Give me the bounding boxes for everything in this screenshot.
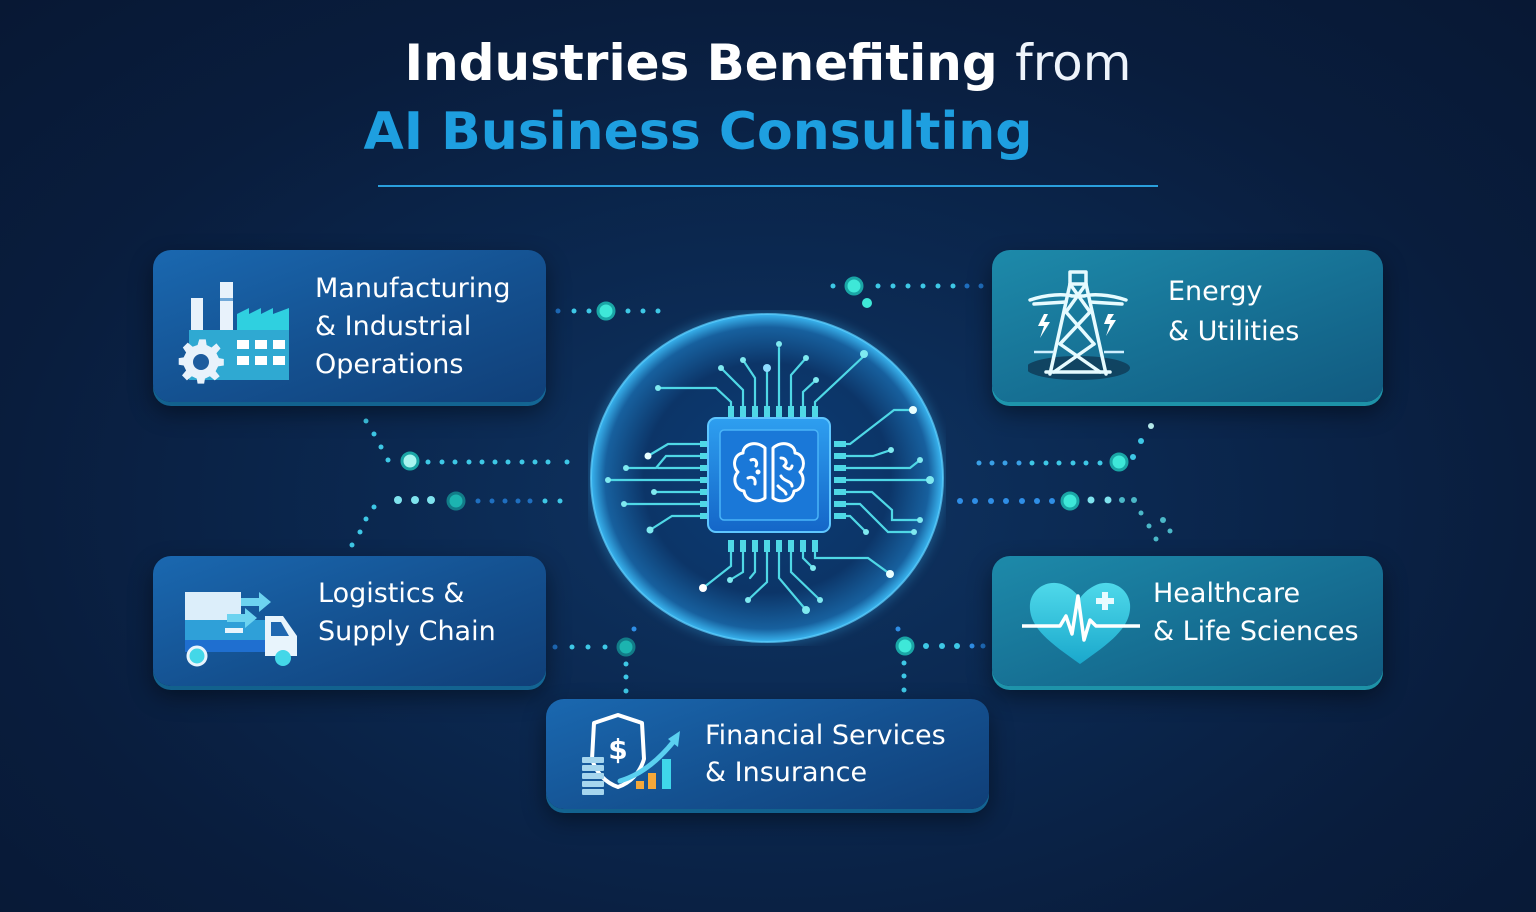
industry-card-healthcare[interactable]: Healthcare & Life Sciences (992, 556, 1383, 686)
industry-card-manufacturing[interactable]: Manufacturing & Industrial Operations (153, 250, 546, 402)
industry-label-logistics: Logistics & Supply Chain (318, 578, 496, 647)
industry-card-financial[interactable]: $ Financial Services & Insurance (546, 699, 989, 809)
delivery-truck-icon (185, 592, 297, 667)
title-bold: Industries Benefiting (404, 34, 998, 92)
page-subtitle: AI Business Consulting (363, 102, 1033, 162)
industry-label-healthcare: Healthcare & Life Sciences (1153, 578, 1359, 647)
industry-label-financial: Financial Services & Insurance (705, 720, 946, 788)
industry-label-energy: Energy & Utilities (1168, 276, 1300, 347)
title-light: from (1015, 34, 1132, 92)
svg-text:$: $ (608, 733, 627, 766)
industry-card-energy[interactable]: Energy & Utilities (992, 250, 1383, 402)
shield-dollar-growth-icon: $ (582, 713, 680, 795)
title-divider (378, 185, 1158, 187)
ai-chip-brain-icon (587, 310, 947, 646)
industry-card-logistics[interactable]: Logistics & Supply Chain (153, 556, 546, 686)
factory-gear-icon (178, 282, 289, 384)
heart-pulse-icon (1022, 582, 1140, 664)
ai-hub (587, 310, 947, 646)
power-tower-icon (1028, 270, 1130, 380)
page-title: Industries Benefiting from (0, 34, 1536, 92)
industry-label-manufacturing: Manufacturing & Industrial Operations (315, 273, 511, 380)
